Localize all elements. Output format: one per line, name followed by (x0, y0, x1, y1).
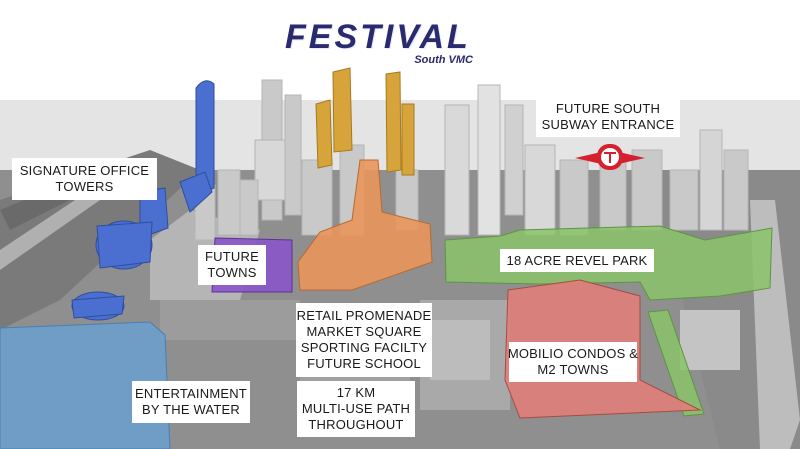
label-revel-park: 18 ACRE REVEL PARK (500, 249, 654, 272)
label-line: FUTURE SCHOOL (307, 356, 421, 371)
brand-subtitle: South VMC (414, 54, 473, 66)
label-line: FUTURE (205, 249, 259, 264)
label-line: M2 TOWNS (537, 362, 609, 377)
label-line: SIGNATURE OFFICE (19, 163, 150, 178)
label-line: FUTURE SOUTH (555, 101, 661, 116)
label-mobilio-condos: MOBILIO CONDOS & M2 TOWNS (507, 342, 639, 382)
label-line: RETAIL PROMENADE (296, 308, 432, 323)
label-line: SPORTING FACILTY (300, 340, 428, 355)
label-multi-use-path: 17 KM MULTI-USE PATH THROUGHOUT (297, 381, 415, 437)
label-entertainment: ENTERTAINMENT BY THE WATER (132, 381, 250, 423)
label-line: BY THE WATER (142, 402, 240, 417)
signature-office-towers (71, 80, 215, 321)
label-line: 17 KM (336, 385, 376, 400)
background-towers (194, 79, 749, 241)
ttc-logo-icon (575, 144, 645, 170)
label-future-subway-entrance: FUTURE SOUTH SUBWAY ENTRANCE (536, 97, 680, 137)
label-line: TOWNS (207, 265, 257, 280)
label-future-towns: FUTURE TOWNS (198, 245, 266, 285)
festival-logo: FESTIVAL South VMC (285, 18, 485, 66)
label-line: MULTI-USE PATH (301, 401, 411, 416)
retail-promenade-area (297, 159, 433, 291)
brand-title: FESTIVAL (285, 18, 471, 56)
gold-towers (315, 67, 415, 176)
label-line: ENTERTAINMENT (135, 386, 247, 401)
label-line: THROUGHOUT (308, 417, 404, 432)
label-signature-office-towers: SIGNATURE OFFICE TOWERS (12, 158, 157, 200)
label-line: TOWERS (55, 179, 114, 194)
label-line: SUBWAY ENTRANCE (541, 117, 675, 132)
label-line: MOBILIO CONDOS & (507, 346, 639, 361)
label-line: 18 ACRE REVEL PARK (506, 252, 648, 268)
label-retail-promenade: RETAIL PROMENADE MARKET SQUARE SPORTING … (296, 303, 432, 377)
label-line: MARKET SQUARE (306, 324, 422, 339)
